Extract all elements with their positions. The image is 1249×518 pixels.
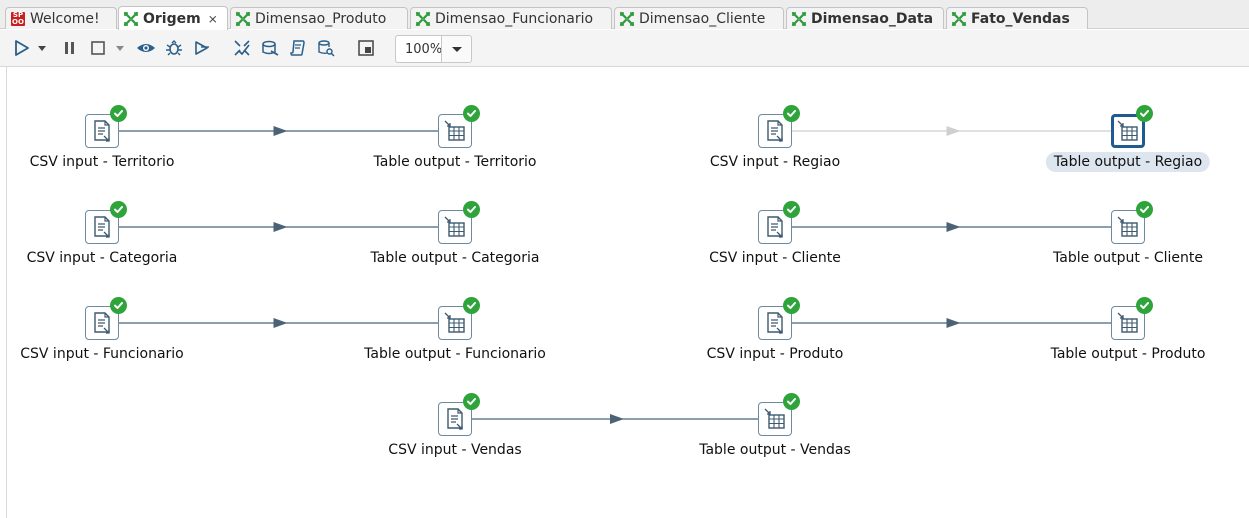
step-label[interactable]: Table output - Cliente [1053,250,1203,266]
step-label[interactable]: Table output - Funcionario [364,346,546,362]
step-label[interactable]: Table output - Vendas [699,442,851,458]
success-check-icon [1136,297,1153,314]
step-label[interactable]: Table output - Territorio [373,154,537,170]
step-label[interactable]: CSV input - Vendas [388,442,522,458]
step-label[interactable]: Table output - Produto [1050,346,1206,362]
preview-icon[interactable] [136,38,156,58]
transformation-canvas[interactable]: CSV input - Territorio Table output - Ter… [6,67,1249,518]
success-check-icon [783,393,800,410]
explore-db-icon[interactable] [316,38,336,58]
step-label[interactable]: CSV input - Categoria [26,250,178,266]
debug-icon[interactable] [164,38,184,58]
zoom-level-input[interactable]: 100% [395,35,441,63]
success-check-icon [110,105,127,122]
step-label[interactable]: Table output - Categoria [370,250,540,266]
sql-icon[interactable] [288,38,308,58]
transformation-icon [951,11,967,27]
tab-dimensao-cliente[interactable]: Dimensao_Cliente [614,7,784,29]
hop-arrow-icon [273,126,288,136]
step-label[interactable]: CSV input - Cliente [709,250,841,266]
replay-icon[interactable] [192,38,212,58]
step-label[interactable]: CSV input - Funcionario [20,346,184,362]
hop-arrow-icon [946,318,961,328]
transformation-icon [619,11,635,27]
success-check-icon [783,201,800,218]
hop-csv-input-cliente-to-table-output-cliente[interactable] [792,222,1111,232]
step-label[interactable]: CSV input - Territorio [29,154,175,170]
hop-arrow-icon [273,318,288,328]
step-table-output-cliente[interactable] [1111,201,1153,244]
tab-label: Dimensao_Cliente [639,10,766,27]
step-csv-input-cliente[interactable] [758,201,800,244]
hop-arrow-icon [273,222,288,232]
tab-origem[interactable]: Origem ⨯ [118,6,228,30]
step-table-output-produto[interactable] [1111,297,1153,340]
tab-dimensao-funcionario[interactable]: Dimensao_Funcionario [410,7,612,29]
stop-options-dropdown-icon[interactable] [114,38,126,58]
hop-arrow-icon [610,414,624,424]
hop-csv-input-produto-to-table-output-produto[interactable] [792,318,1111,328]
tab-label: Welcome! [30,10,100,27]
pause-icon[interactable] [60,38,80,58]
tab-dimensao-data[interactable]: Dimensao_Data [786,7,944,29]
transformation-icon [791,11,807,27]
step-label[interactable]: CSV input - Regiao [709,154,841,170]
tab-label: Dimensao_Produto [255,10,387,27]
success-check-icon [783,105,800,122]
hops-layer [119,126,1111,424]
step-table-output-regiao[interactable] [1111,105,1153,148]
step-csv-input-categoria[interactable] [85,201,127,244]
step-csv-input-funcionario[interactable] [85,297,127,340]
transformation-icon [235,11,251,27]
success-check-icon [110,201,127,218]
hop-csv-input-vendas-to-table-output-vendas[interactable] [472,414,758,424]
step-csv-input-regiao[interactable] [758,105,800,148]
tab-label: Dimensao_Data [811,10,934,27]
step-csv-input-territorio[interactable] [85,105,127,148]
step-table-output-territorio[interactable] [438,105,480,148]
success-check-icon [1136,105,1153,122]
success-check-icon [463,105,480,122]
transformation-icon [415,11,431,27]
run-options-dropdown-icon[interactable] [36,38,48,58]
success-check-icon [1136,201,1153,218]
transformation-icon [123,11,139,27]
success-check-icon [783,297,800,314]
tab-label: Fato_Vendas [971,10,1070,27]
tab-fato-vendas[interactable]: Fato_Vendas [946,7,1088,29]
success-check-icon [463,297,480,314]
step-csv-input-produto[interactable] [758,297,800,340]
hop-csv-input-regiao-to-table-output-regiao[interactable] [792,126,1111,136]
tab-dimensao-produto[interactable]: Dimensao_Produto [230,7,408,29]
run-icon[interactable] [12,38,32,58]
transformation-toolbar [0,30,1249,67]
stop-icon[interactable] [88,38,108,58]
zoom-dropdown-button[interactable] [441,35,472,63]
chevron-down-icon [451,47,462,52]
tab-label: Origem [143,10,201,27]
impact-icon[interactable] [260,38,280,58]
hop-csv-input-territorio-to-table-output-territorio[interactable] [119,126,438,136]
step-label[interactable]: Table output - Regiao [1045,152,1211,172]
hop-arrow-icon [946,126,961,136]
show-results-icon[interactable] [356,38,376,58]
table-output-icon [1111,306,1145,340]
step-csv-input-vendas[interactable] [438,393,480,436]
hop-csv-input-funcionario-to-table-output-funcionario[interactable] [119,318,438,328]
success-check-icon [110,297,127,314]
hop-arrow-icon [946,222,961,232]
success-check-icon [463,201,480,218]
step-table-output-vendas[interactable] [758,393,800,436]
step-table-output-funcionario[interactable] [438,297,480,340]
step-label[interactable]: CSV input - Produto [706,346,844,362]
success-check-icon [463,393,480,410]
step-table-output-categoria[interactable] [438,201,480,244]
close-tab-icon[interactable]: ⨯ [207,11,218,26]
verify-icon[interactable] [232,38,252,58]
tab-label: Dimensao_Funcionario [435,10,594,27]
hop-csv-input-categoria-to-table-output-categoria[interactable] [119,222,438,232]
